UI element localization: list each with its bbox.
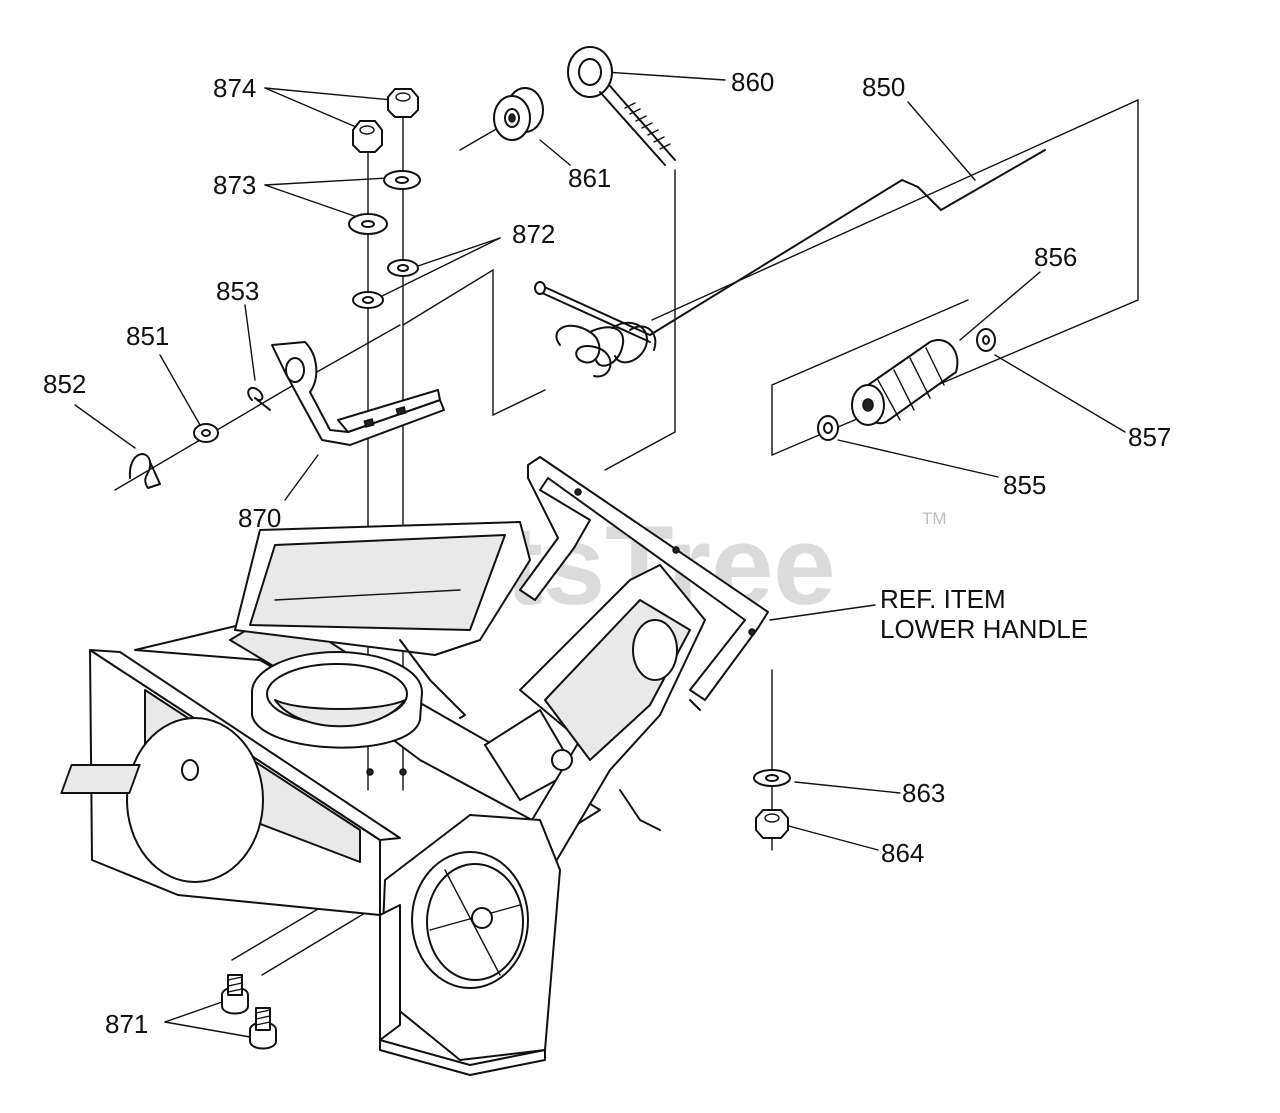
eyebolt-860 (567, 46, 676, 166)
washer-873-b (348, 213, 388, 235)
label-872: 872 (512, 219, 555, 249)
washer-872-a (387, 259, 419, 277)
auger-housing (60, 521, 706, 1076)
label-851: 851 (126, 321, 169, 351)
washer-851 (193, 423, 219, 443)
roller-856 (851, 339, 959, 426)
nut-864 (755, 809, 789, 839)
label-874: 874 (213, 73, 256, 103)
washer-872-b (352, 291, 384, 309)
label-864: 864 (881, 838, 924, 868)
spacer-861 (493, 87, 544, 141)
bolt-871-a (221, 974, 249, 1015)
label-856: 856 (1034, 242, 1077, 272)
washer-863 (753, 769, 791, 787)
label-870: 870 (238, 503, 281, 533)
label-853: 853 (216, 276, 259, 306)
washer-855 (817, 415, 839, 441)
label-855: 855 (1003, 470, 1046, 500)
ref-note-line2: LOWER HANDLE (880, 614, 1088, 644)
bracket-870 (271, 341, 445, 446)
watermark-trademark: TM (922, 509, 947, 528)
nut-874-b (387, 88, 419, 118)
part-labels: 874 873 872 853 851 852 870 860 861 850 … (43, 67, 1171, 1039)
ref-note-line1: REF. ITEM (880, 584, 1006, 614)
label-871: 871 (105, 1009, 148, 1039)
label-857: 857 (1128, 422, 1171, 452)
lower-handle (519, 456, 769, 701)
label-860: 860 (731, 67, 774, 97)
hairpin-852 (128, 453, 161, 489)
label-873: 873 (213, 170, 256, 200)
chute-rod-850 (534, 149, 1046, 378)
nut-874-a (352, 120, 383, 153)
cotter-pin-853 (247, 386, 271, 411)
washer-873-a (383, 170, 421, 190)
leader-lines (74, 71, 1126, 1038)
washer-857 (976, 328, 996, 352)
bolt-871-b (249, 1007, 277, 1050)
label-850: 850 (862, 72, 905, 102)
label-861: 861 (568, 163, 611, 193)
label-863: 863 (902, 778, 945, 808)
label-852: 852 (43, 369, 86, 399)
